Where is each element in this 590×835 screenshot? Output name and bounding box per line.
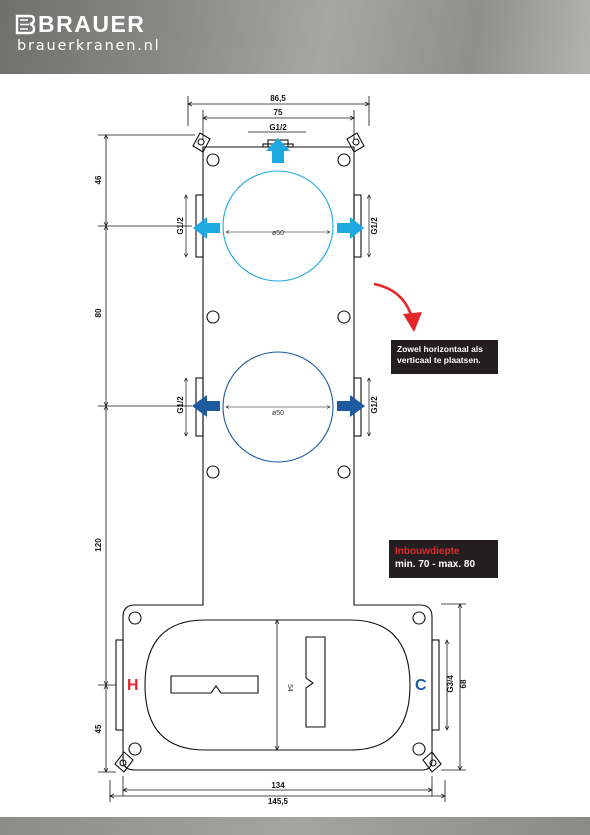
orientation-note-line1: Zowel horizontaal als: [397, 344, 483, 354]
dim-left-top: 46: [94, 175, 103, 184]
cold-label: C: [415, 677, 427, 694]
dim-top-total: 86,5: [270, 94, 286, 103]
header-banner: BRAUER brauerkranen.nl: [0, 0, 590, 74]
dim-bottom-inner: 134: [271, 781, 285, 790]
diam-upper: ø50: [272, 230, 284, 237]
rotate-arrow-icon: [373, 282, 422, 332]
arrow-right-icon: [337, 217, 364, 239]
lower-cartridge-circle: [222, 351, 334, 463]
lower-flow-arrows: [192, 395, 365, 417]
orientation-note: Zowel horizontaal als verticaal te plaat…: [391, 340, 498, 374]
dim-left-lower: 120: [94, 538, 103, 552]
dim-body-height: 54: [286, 684, 293, 692]
brand-name: BRAUER: [38, 11, 146, 37]
depth-note: Inbouwdiepte min. 70 - max. 80: [389, 540, 498, 578]
dim-top-outlet: G1/2: [269, 123, 287, 132]
orientation-note-line2: verticaal te plaatsen.: [397, 355, 481, 365]
arrow-left-dark-icon: [192, 395, 220, 417]
dim-bottom-total: 145,5: [268, 797, 289, 806]
brand-row: BRAUER: [14, 12, 145, 36]
arrow-up-icon: [266, 138, 290, 163]
upper-cartridge-circle: [222, 170, 334, 282]
arrow-right-dark-icon: [337, 395, 365, 417]
dim-top-inner: 75: [274, 108, 283, 117]
right-dimensions: [441, 604, 466, 770]
g-lower-right: G1/2: [370, 396, 379, 414]
diam-lower: ø50: [272, 410, 284, 417]
hot-label: H: [127, 677, 139, 694]
brand-url[interactable]: brauerkranen.nl: [17, 38, 161, 54]
arrow-left-icon: [193, 217, 220, 239]
dim-left-bottom: 45: [94, 724, 103, 733]
depth-title: Inbouwdiepte: [395, 546, 460, 557]
left-dimension-chain: [98, 135, 195, 772]
g-lower-left: G1/2: [176, 396, 185, 414]
g-upper-right: G1/2: [370, 217, 379, 235]
dim-right-height: 68: [459, 679, 468, 688]
dim-right-g: G3/4: [446, 675, 455, 693]
dim-left-mid: 80: [94, 308, 103, 317]
footer-banner: [0, 817, 590, 835]
upper-flow-arrows: [193, 138, 364, 239]
brauer-logo-icon: [15, 14, 36, 35]
mounting-plate: [114, 132, 442, 773]
bottom-dimensions: [110, 776, 445, 802]
depth-value: min. 70 - max. 80: [395, 559, 476, 570]
